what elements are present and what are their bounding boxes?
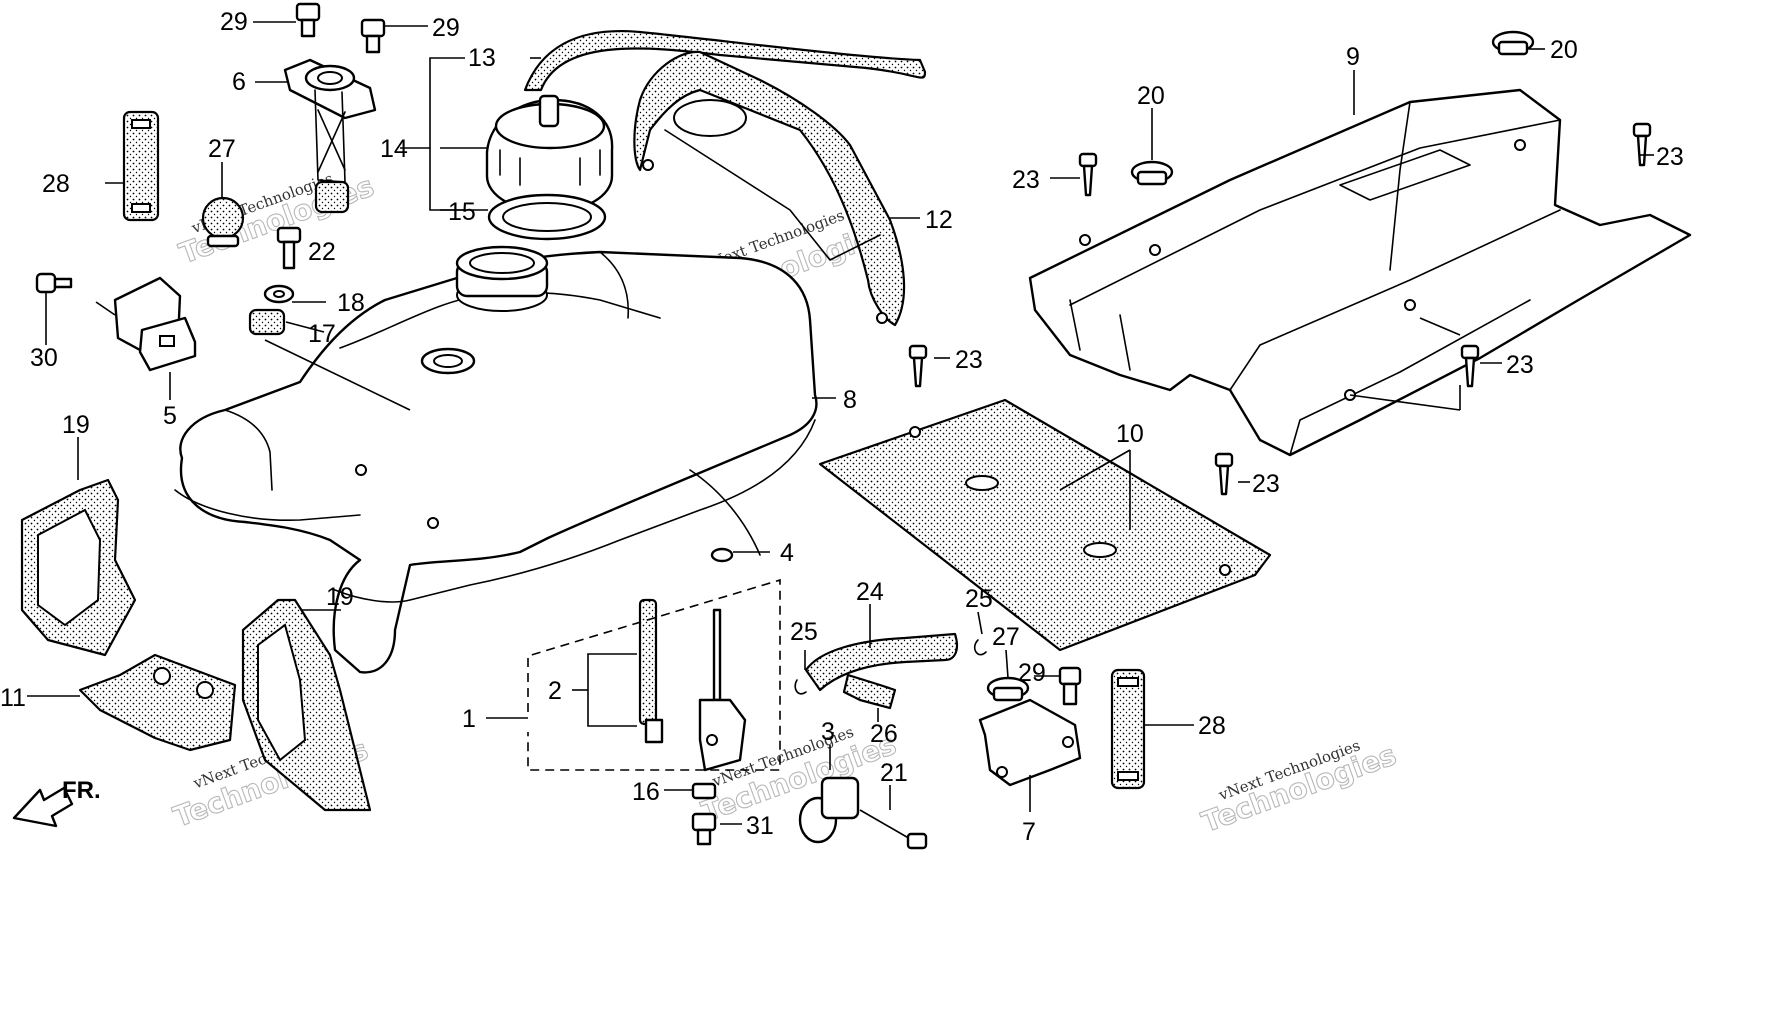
grommet-part-27-left: [201, 196, 245, 248]
callout-8: 8: [843, 386, 857, 414]
callout-27-left: 27: [208, 135, 236, 163]
callout-5: 5: [163, 402, 177, 430]
rubber-part-17: [248, 308, 286, 336]
callout-28-right: 28: [1198, 712, 1226, 740]
callout-23-e: 23: [1252, 470, 1280, 498]
bolt-part-30: [35, 272, 73, 294]
heat-guard-part-19-left: [20, 478, 137, 657]
heat-guard-part-19-right: [241, 598, 372, 812]
callout-23-d: 23: [1506, 351, 1534, 379]
strap-part-28-right: [1110, 668, 1146, 790]
callout-1: 1: [462, 705, 476, 733]
callout-14: 14: [380, 135, 408, 163]
callout-28-left: 28: [42, 170, 70, 198]
callout-10: 10: [1116, 420, 1144, 448]
callout-31: 31: [746, 812, 774, 840]
rivet-part-23-d: [1460, 344, 1480, 388]
fuel-filter-part-3: [798, 776, 860, 844]
hose-part-26: [842, 673, 897, 710]
callout-27-right: 27: [992, 623, 1020, 651]
callout-20-center: 20: [1137, 82, 1165, 110]
fuel-hose-part-24: [804, 632, 959, 692]
clip-part-20-top: [1491, 30, 1535, 56]
grommet-part-27-right: [986, 676, 1030, 702]
washer-part-16: [691, 782, 717, 800]
breather-hose-part-13: [523, 30, 927, 92]
callout-20-top: 20: [1550, 36, 1578, 64]
fuel-tank-part-8: [174, 245, 818, 674]
bolt-part-31: [691, 812, 717, 846]
washer-part-18: [263, 284, 295, 304]
fuel-gauge-part-6: [283, 58, 377, 214]
seat-base-part-9: [1028, 88, 1692, 457]
bolt-part-29-right: [1058, 666, 1082, 706]
fuel-cap-part-14: [485, 94, 614, 214]
leader-lines: [27, 21, 1654, 825]
clip-part-25-right: [973, 639, 987, 656]
callout-26: 26: [870, 720, 898, 748]
callout-4: 4: [780, 539, 794, 567]
clip-part-20-center: [1130, 160, 1174, 186]
fuel-valve-part-1: [638, 598, 747, 772]
bracket-part-7: [978, 698, 1082, 787]
bolt-part-29-top-right: [360, 18, 386, 54]
callout-13: 13: [468, 44, 496, 72]
callout-29-top-left: 29: [220, 8, 248, 36]
rivet-part-23-c: [908, 344, 928, 388]
clip-part-25-left: [794, 679, 807, 695]
bracket-part-5: [113, 276, 197, 372]
rivet-part-23-e: [1214, 452, 1234, 496]
callout-19-left: 19: [62, 411, 90, 439]
callout-11: 11: [0, 684, 26, 712]
callout-2: 2: [548, 677, 562, 705]
callout-21: 21: [880, 759, 908, 787]
bolt-part-22: [276, 226, 302, 270]
callout-19-right: 19: [326, 583, 354, 611]
watermark-6: Technologies vNext Technologies: [1197, 736, 1401, 839]
bolt-part-29-top-left: [295, 2, 321, 38]
washer-part-4: [710, 547, 734, 563]
svg-text:FR.: FR.: [62, 777, 101, 804]
cap-gasket-part-15: [487, 193, 607, 241]
front-direction-arrow-icon: FR.: [12, 777, 101, 828]
callout-25-right: 25: [965, 585, 993, 613]
tank-cover-part-12: [633, 50, 906, 327]
callout-numbers: 29 29 6 28 27 22 18 17 30 5 19 11 19 13 …: [0, 8, 1684, 846]
callout-22: 22: [308, 238, 336, 266]
callout-12: 12: [925, 206, 953, 234]
rivet-part-23-a: [1078, 152, 1098, 197]
callout-30: 30: [30, 344, 58, 372]
callout-24: 24: [856, 578, 884, 606]
callout-15: 15: [448, 198, 476, 226]
bolt-part-21: [859, 809, 928, 850]
watermark-1: Technologies vNext Technologies: [174, 169, 378, 271]
callout-6: 6: [232, 68, 246, 96]
callout-9: 9: [1346, 43, 1360, 71]
callout-7: 7: [1022, 818, 1036, 846]
callout-23-b: 23: [1656, 143, 1684, 171]
callout-18: 18: [337, 289, 365, 317]
callout-23-c: 23: [955, 346, 983, 374]
callout-29-right: 29: [1018, 659, 1046, 687]
callout-25-left: 25: [790, 618, 818, 646]
rivet-part-23-b: [1632, 122, 1652, 167]
callout-17: 17: [308, 320, 336, 348]
callout-29-top-right: 29: [432, 14, 460, 42]
pad-part-10: [818, 398, 1272, 652]
callout-16: 16: [632, 778, 660, 806]
bracket-part-11: [78, 653, 237, 752]
callout-23-a: 23: [1012, 166, 1040, 194]
strap-part-28-left: [122, 110, 160, 222]
callout-3: 3: [821, 718, 835, 746]
